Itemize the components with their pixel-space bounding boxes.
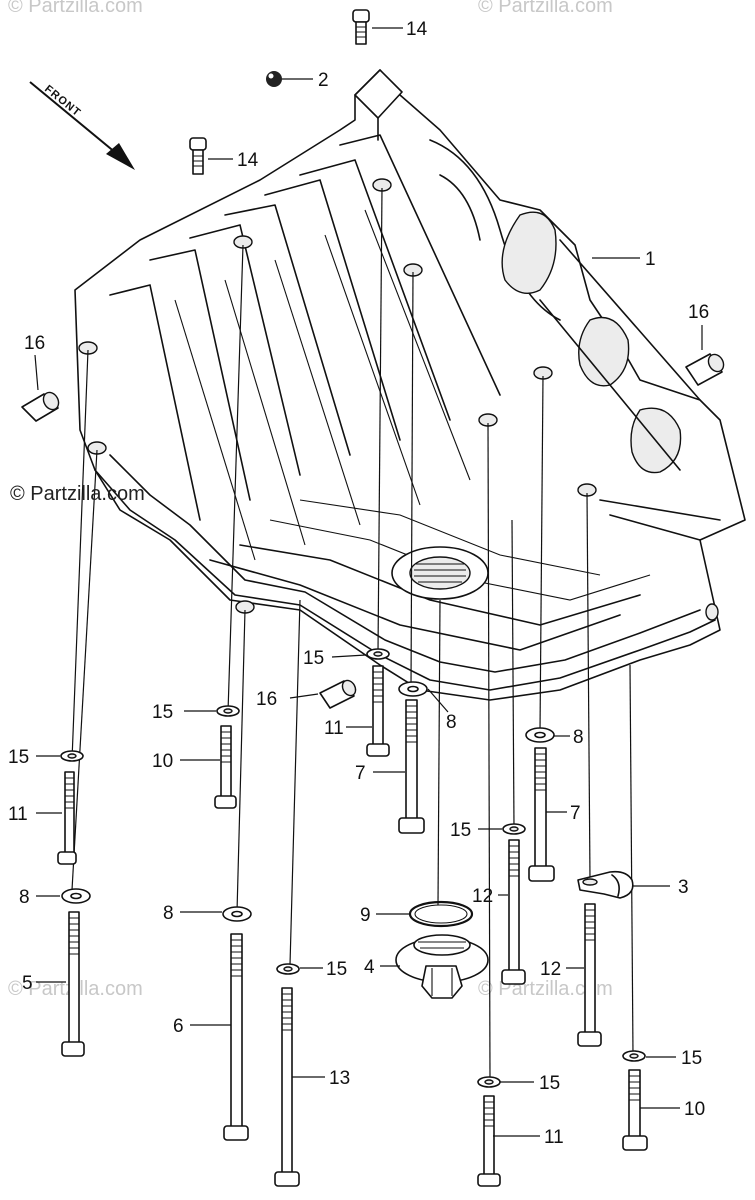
callout-11: 11 <box>544 1127 564 1148</box>
washer-8[interactable] <box>222 906 252 922</box>
callout-14: 14 <box>406 19 428 40</box>
callout-10: 10 <box>684 1099 705 1120</box>
steel-ball-2[interactable] <box>266 71 282 87</box>
callout-13: 13 <box>329 1068 350 1089</box>
callout-10: 10 <box>152 751 173 772</box>
callout-15: 15 <box>450 820 471 841</box>
bolt-7-right[interactable] <box>528 747 555 882</box>
bolt-hole <box>705 603 719 621</box>
o-ring-9[interactable] <box>408 900 474 928</box>
pipe-clamp-3[interactable] <box>577 870 634 899</box>
bolt-10-left[interactable] <box>214 725 237 809</box>
washer-15[interactable] <box>502 823 526 835</box>
callout-15: 15 <box>8 747 29 768</box>
callout-9: 9 <box>360 905 371 926</box>
assembly-lines <box>71 187 634 1081</box>
callout-1: 1 <box>645 249 656 270</box>
callout-11: 11 <box>8 804 28 825</box>
callout-15: 15 <box>539 1073 560 1094</box>
dowel-pin-16-left[interactable] <box>21 390 62 422</box>
leader-lines <box>34 27 703 1137</box>
bolt-6[interactable] <box>223 933 249 1141</box>
front-direction-arrow: FRONT <box>29 81 135 170</box>
callout-15: 15 <box>152 702 173 723</box>
bolt-11-left[interactable] <box>57 771 77 865</box>
bolt-7-center[interactable] <box>398 699 425 834</box>
bolt-14-left[interactable] <box>189 137 207 175</box>
dowel-pin-16-right[interactable] <box>685 352 727 386</box>
callout-8: 8 <box>163 903 174 924</box>
washer-15[interactable] <box>622 1050 646 1062</box>
watermark-top-right: © Partzilla.com <box>478 0 613 17</box>
callout-16: 16 <box>24 333 45 354</box>
front-label: FRONT <box>42 83 83 119</box>
callout-labels: 14 2 14 1 16 16 16 15 11 8 5 15 10 8 6 1… <box>8 19 709 1148</box>
callout-7: 7 <box>355 763 366 784</box>
washer-15[interactable] <box>477 1076 501 1088</box>
callout-15: 15 <box>681 1048 702 1069</box>
washer-8[interactable] <box>398 681 428 697</box>
callout-11: 11 <box>324 718 344 739</box>
callout-8: 8 <box>573 727 584 748</box>
callout-16: 16 <box>688 302 709 323</box>
washer-15[interactable] <box>216 705 240 717</box>
washer-15[interactable] <box>60 750 84 762</box>
callout-2: 2 <box>318 70 329 91</box>
callout-8: 8 <box>446 712 457 733</box>
watermark-top-left: © Partzilla.com <box>8 0 143 17</box>
bolt-5[interactable] <box>61 911 85 1057</box>
washer-15[interactable] <box>366 648 390 660</box>
callout-12: 12 <box>472 886 493 907</box>
callout-6: 6 <box>173 1016 184 1037</box>
bolt-11-bottom[interactable] <box>477 1095 501 1187</box>
callout-5: 5 <box>22 973 33 994</box>
callout-3: 3 <box>678 877 689 898</box>
callout-14: 14 <box>237 150 259 171</box>
callout-7: 7 <box>570 803 581 824</box>
oil-pan <box>74 69 746 701</box>
washer-8[interactable] <box>525 727 555 743</box>
callout-15: 15 <box>303 648 324 669</box>
bolt-11-center[interactable] <box>366 665 390 757</box>
washer-8[interactable] <box>61 888 91 904</box>
callout-15: 15 <box>326 959 347 980</box>
bolt-10-right[interactable] <box>622 1069 648 1151</box>
dowel-pin-16-center[interactable] <box>319 678 358 709</box>
bolt-14-top[interactable] <box>352 9 370 45</box>
drain-plug-4[interactable] <box>395 934 489 999</box>
callout-16: 16 <box>256 689 277 710</box>
callout-8: 8 <box>19 887 30 908</box>
callout-4: 4 <box>364 957 375 978</box>
washer-15[interactable] <box>276 963 300 975</box>
watermark-main: © Partzilla.com <box>10 483 145 505</box>
bolt-12-right[interactable] <box>577 903 602 1047</box>
bolt-12-center[interactable] <box>501 839 526 985</box>
callout-12: 12 <box>540 959 561 980</box>
bolt-13[interactable] <box>274 987 300 1187</box>
